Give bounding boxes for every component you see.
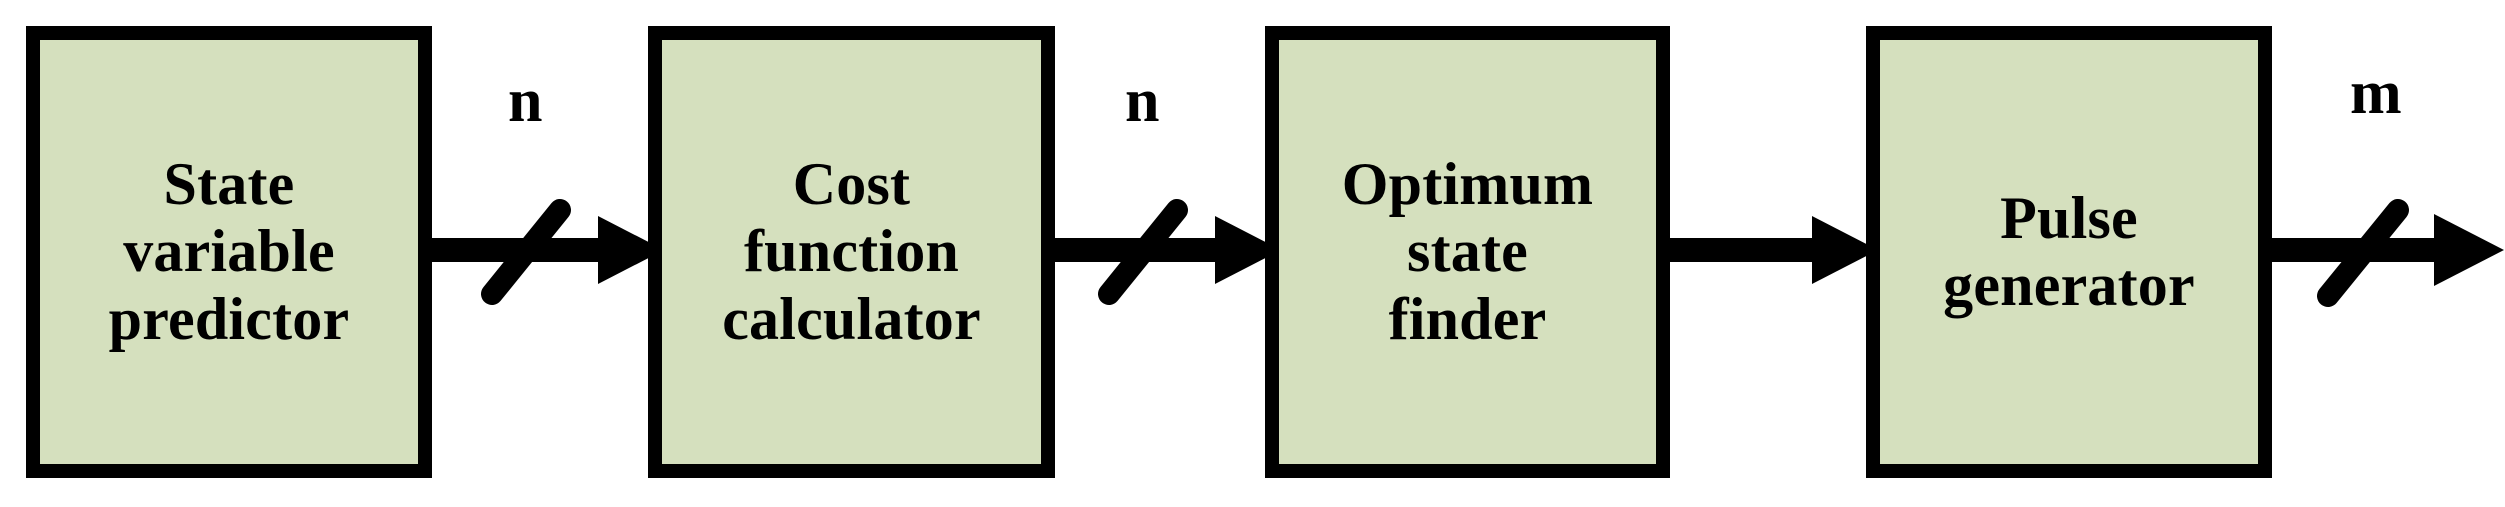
block-optimum-state-finder[interactable]: Optimum state finder [1265, 26, 1670, 478]
block-label-optimum-state-finder: Optimum state finder [1341, 151, 1594, 352]
connector-cost-to-optimum [1049, 190, 1281, 310]
bus-width-label-pulse-output: m [2350, 59, 2402, 127]
bus-width-label-cost-to-optimum: n [1125, 67, 1160, 135]
block-pulse-generator[interactable]: Pulse generator [1866, 26, 2272, 478]
bus-slash-icon [1098, 199, 1188, 305]
connector-pulse-output [2266, 190, 2504, 310]
bus-width-label-predictor-to-cost: n [508, 67, 543, 135]
arrow-optimum-to-pulse-icon [1664, 216, 1878, 284]
block-state-variable-predictor[interactable]: State variable predictor [26, 26, 432, 478]
connector-optimum-to-pulse [1664, 190, 1878, 310]
bus-slash-icon [2317, 199, 2409, 307]
block-label-pulse-generator: Pulse generator [1943, 184, 2195, 318]
bus-slash-icon [481, 199, 571, 305]
block-label-cost-function-calculator: Cost function calculator [722, 151, 981, 352]
arrow-predictor-to-cost-icon [432, 199, 664, 305]
connector-predictor-to-cost [432, 190, 664, 310]
arrow-pulse-output-icon [2266, 199, 2504, 307]
block-cost-function-calculator[interactable]: Cost function calculator [648, 26, 1055, 478]
block-label-state-variable-predictor: State variable predictor [108, 151, 350, 352]
arrow-cost-to-optimum-icon [1049, 199, 1281, 305]
